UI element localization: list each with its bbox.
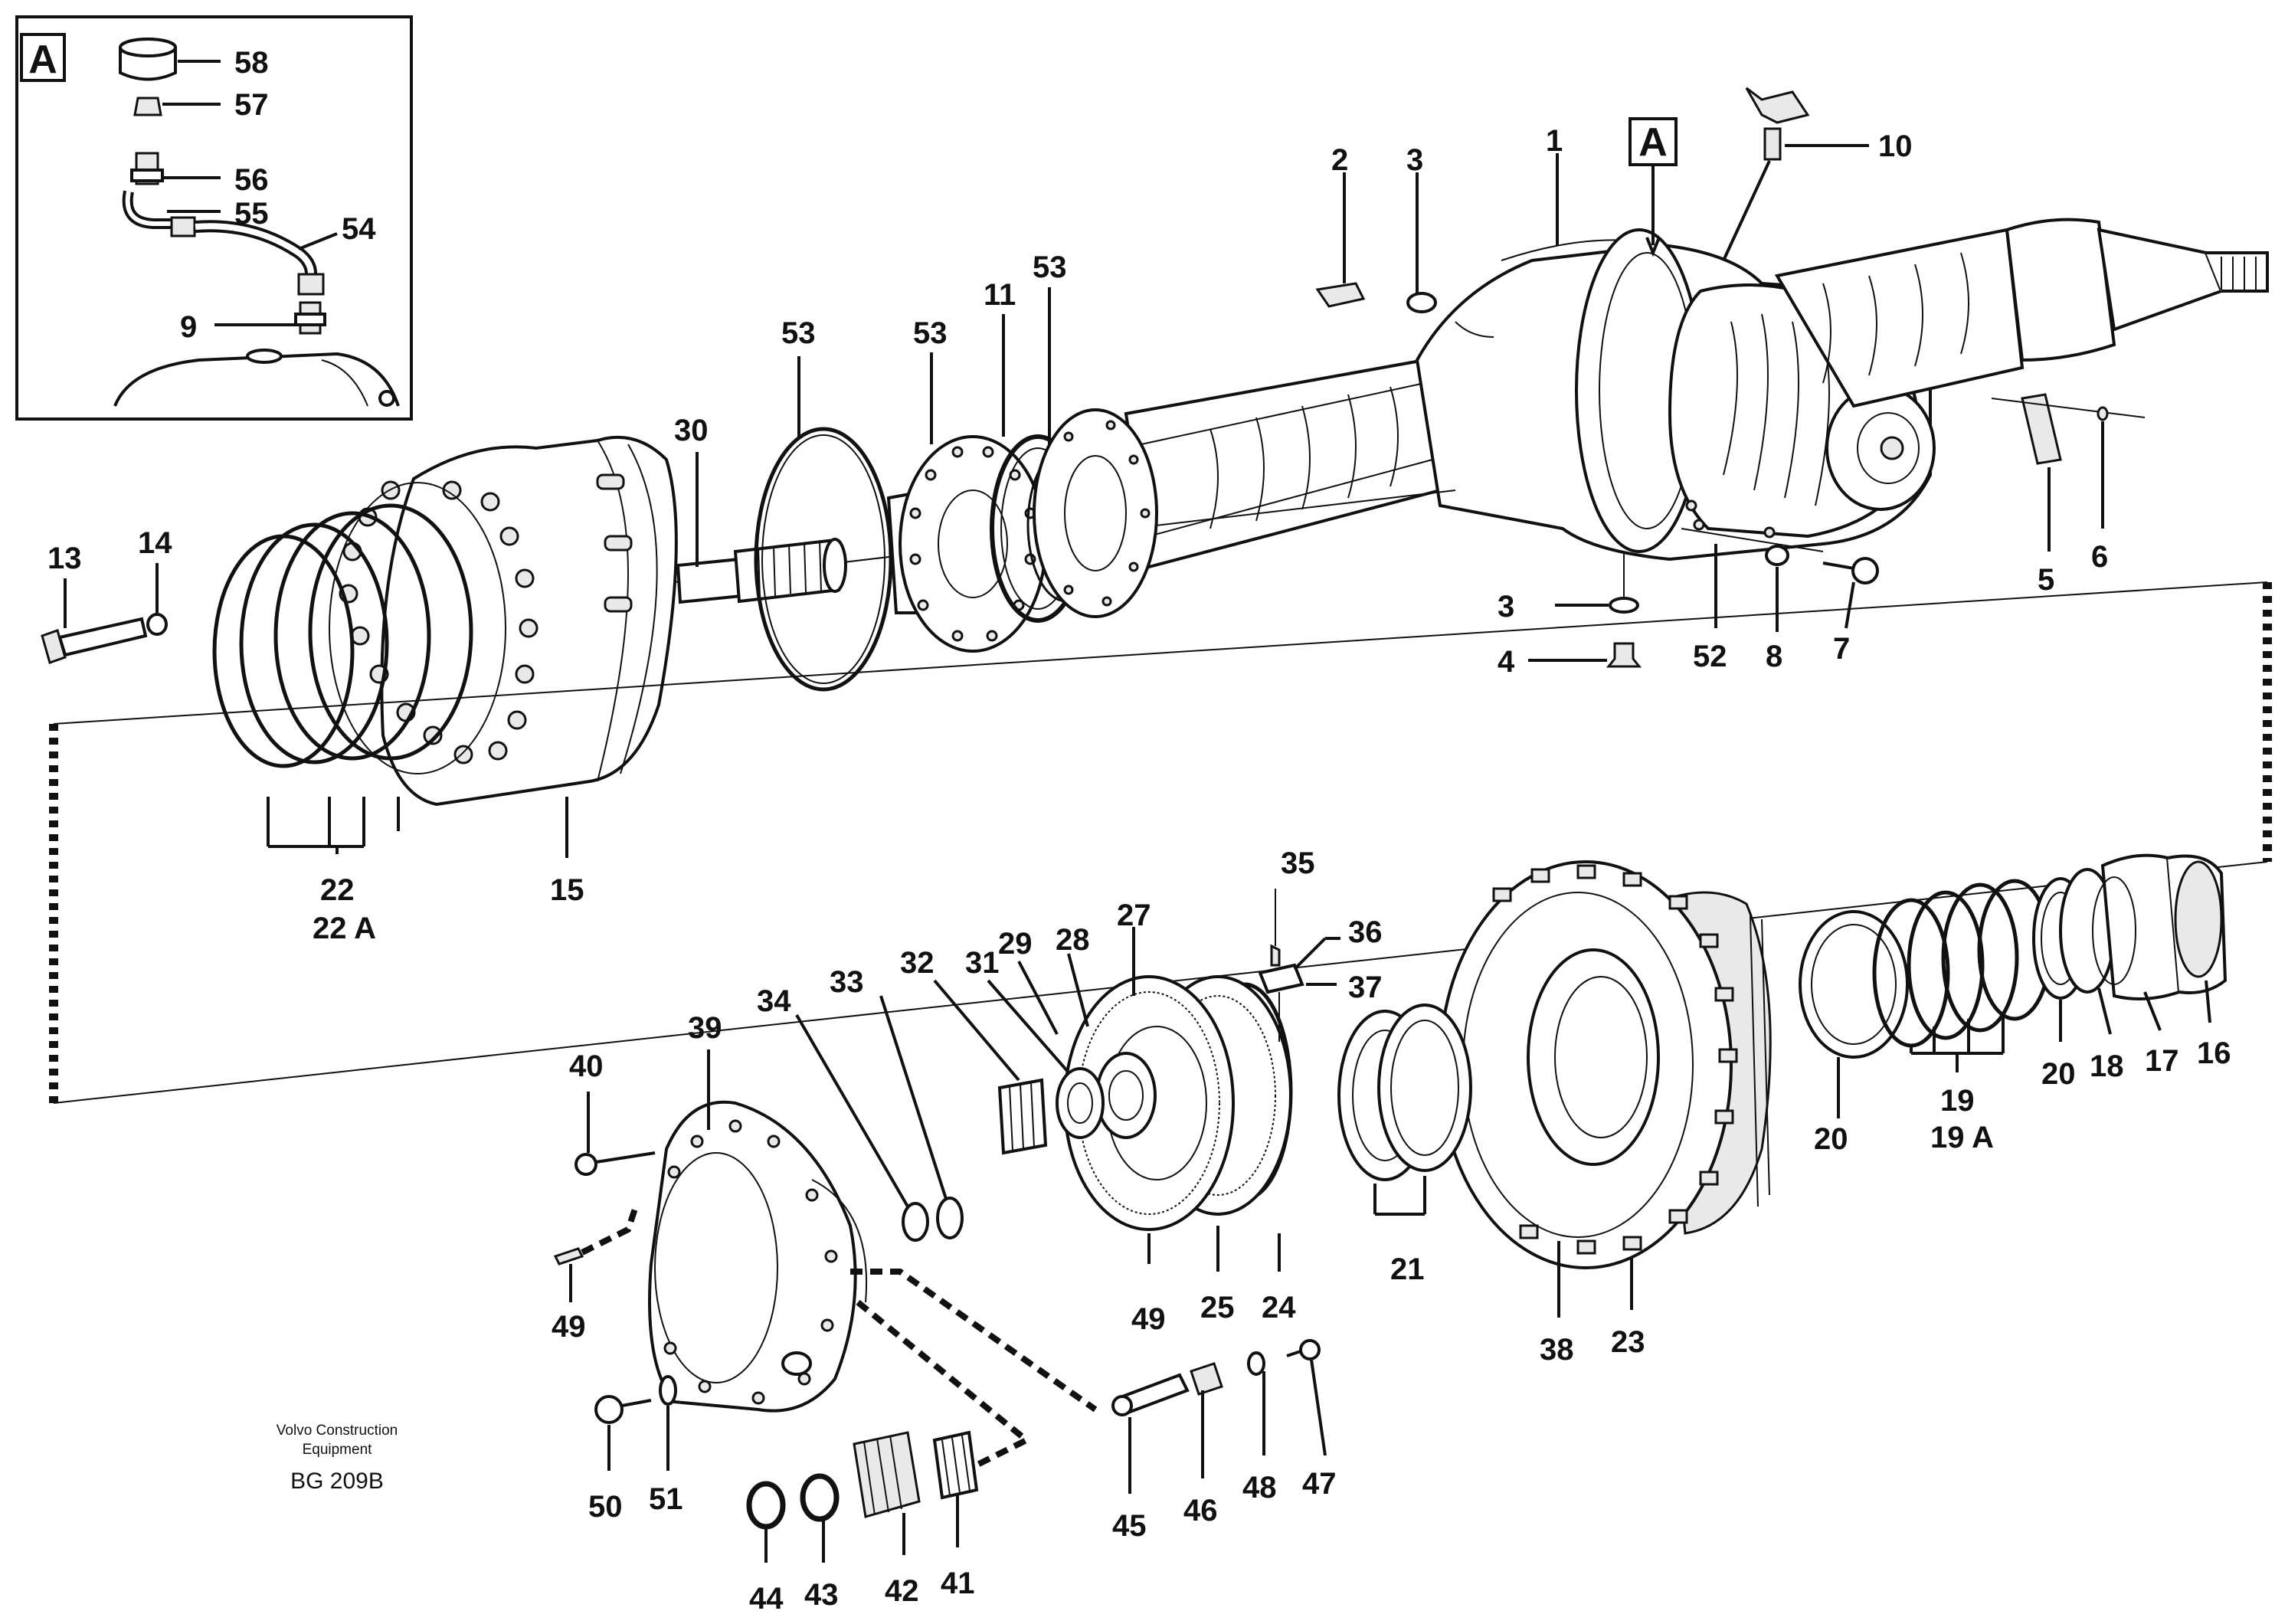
callout-41: 41: [941, 1567, 975, 1600]
callout-19: 19: [1940, 1084, 1975, 1118]
callout-31: 31: [965, 946, 1000, 980]
drive-shaft: [676, 538, 847, 604]
credit-line-2: Equipment: [303, 1442, 373, 1458]
wheel-hub: [1439, 860, 1772, 1269]
spindle-flange: [886, 435, 1047, 653]
callout-8: 8: [1766, 640, 1782, 673]
callout-5: 5: [2038, 563, 2054, 597]
callout-26: 49: [1131, 1302, 1166, 1336]
callout-43: 43: [804, 1578, 839, 1612]
callout-1: 1: [1546, 124, 1563, 158]
callout-35: 35: [1281, 846, 1315, 880]
main-box-letter: A: [1638, 120, 1668, 165]
planetary-cover: [648, 1100, 868, 1413]
inset-letter: A: [28, 38, 57, 82]
callout-42: 42: [885, 1574, 919, 1608]
detail-a-inset: A: [15, 15, 413, 421]
callout-4: 4: [1498, 645, 1515, 679]
callout-9: 9: [180, 310, 197, 344]
callout-39: 39: [688, 1011, 722, 1045]
callout-2: 2: [1331, 143, 1348, 177]
callout-11: 53: [913, 316, 948, 350]
callout-3-lower: 3: [1498, 590, 1514, 624]
callout-22a: 22 A: [313, 912, 376, 945]
callout-50: 50: [588, 1490, 623, 1524]
callout-25: 25: [1200, 1291, 1235, 1324]
inset-frame: [15, 15, 413, 421]
callout-27: 27: [1117, 899, 1151, 932]
axle-housing: [1124, 218, 2269, 569]
callout-58: 58: [234, 46, 269, 80]
callout-44: 44: [749, 1582, 784, 1616]
callout-40: 40: [569, 1049, 604, 1083]
callout-21: 21: [1390, 1252, 1425, 1286]
callout-53-left: 53: [781, 316, 816, 350]
callout-46: 46: [1183, 1494, 1218, 1527]
callout-24: 24: [1262, 1291, 1296, 1324]
callout-54: 54: [342, 212, 376, 246]
callout-38: 38: [1540, 1333, 1574, 1367]
callout-48: 48: [1242, 1471, 1277, 1504]
callout-18: 18: [2090, 1049, 2124, 1083]
callout-22: 22: [320, 873, 355, 907]
diagram-code: BG 209B: [290, 1468, 384, 1494]
callout-3-upper: 3: [1406, 143, 1423, 177]
callout-57: 57: [234, 88, 269, 122]
callout-15: 15: [550, 873, 584, 907]
callout-56: 56: [234, 163, 269, 197]
callout-47: 47: [1302, 1467, 1337, 1501]
brake-drum: [329, 435, 678, 807]
callout-36: 36: [1348, 915, 1383, 949]
credit-line-1: Volvo Construction: [277, 1423, 398, 1439]
callout-28: 28: [1056, 923, 1090, 957]
callout-29: 29: [998, 927, 1033, 961]
callout-20-left: 20: [1814, 1122, 1848, 1156]
callout-51: 51: [649, 1482, 683, 1516]
callout-32: 32: [900, 946, 935, 980]
callout-14: 14: [138, 526, 172, 560]
callout-17: 17: [2145, 1044, 2179, 1078]
callout-49: 49: [552, 1310, 586, 1344]
callout-19a: 19 A: [1930, 1121, 1994, 1154]
callout-10: 10: [1878, 129, 1913, 163]
callout-55: 55: [234, 197, 269, 231]
callout-20-right: 20: [2041, 1057, 2076, 1091]
callout-23: 23: [1611, 1325, 1645, 1359]
callout-52: 52: [1693, 640, 1727, 673]
callout-13: 13: [47, 542, 82, 575]
callout-34: 34: [757, 984, 791, 1018]
callout-6: 6: [2091, 540, 2108, 574]
callout-33: 33: [830, 965, 864, 999]
callout-7: 7: [1833, 632, 1850, 666]
callout-53-right: 53: [1033, 250, 1067, 284]
inset-letter-box: [20, 33, 66, 82]
callout-30: 30: [674, 414, 709, 447]
callout-16: 16: [2197, 1036, 2231, 1070]
callout-12: 11: [984, 278, 1016, 312]
callout-45: 45: [1112, 1509, 1147, 1543]
callout-37: 37: [1348, 971, 1383, 1004]
